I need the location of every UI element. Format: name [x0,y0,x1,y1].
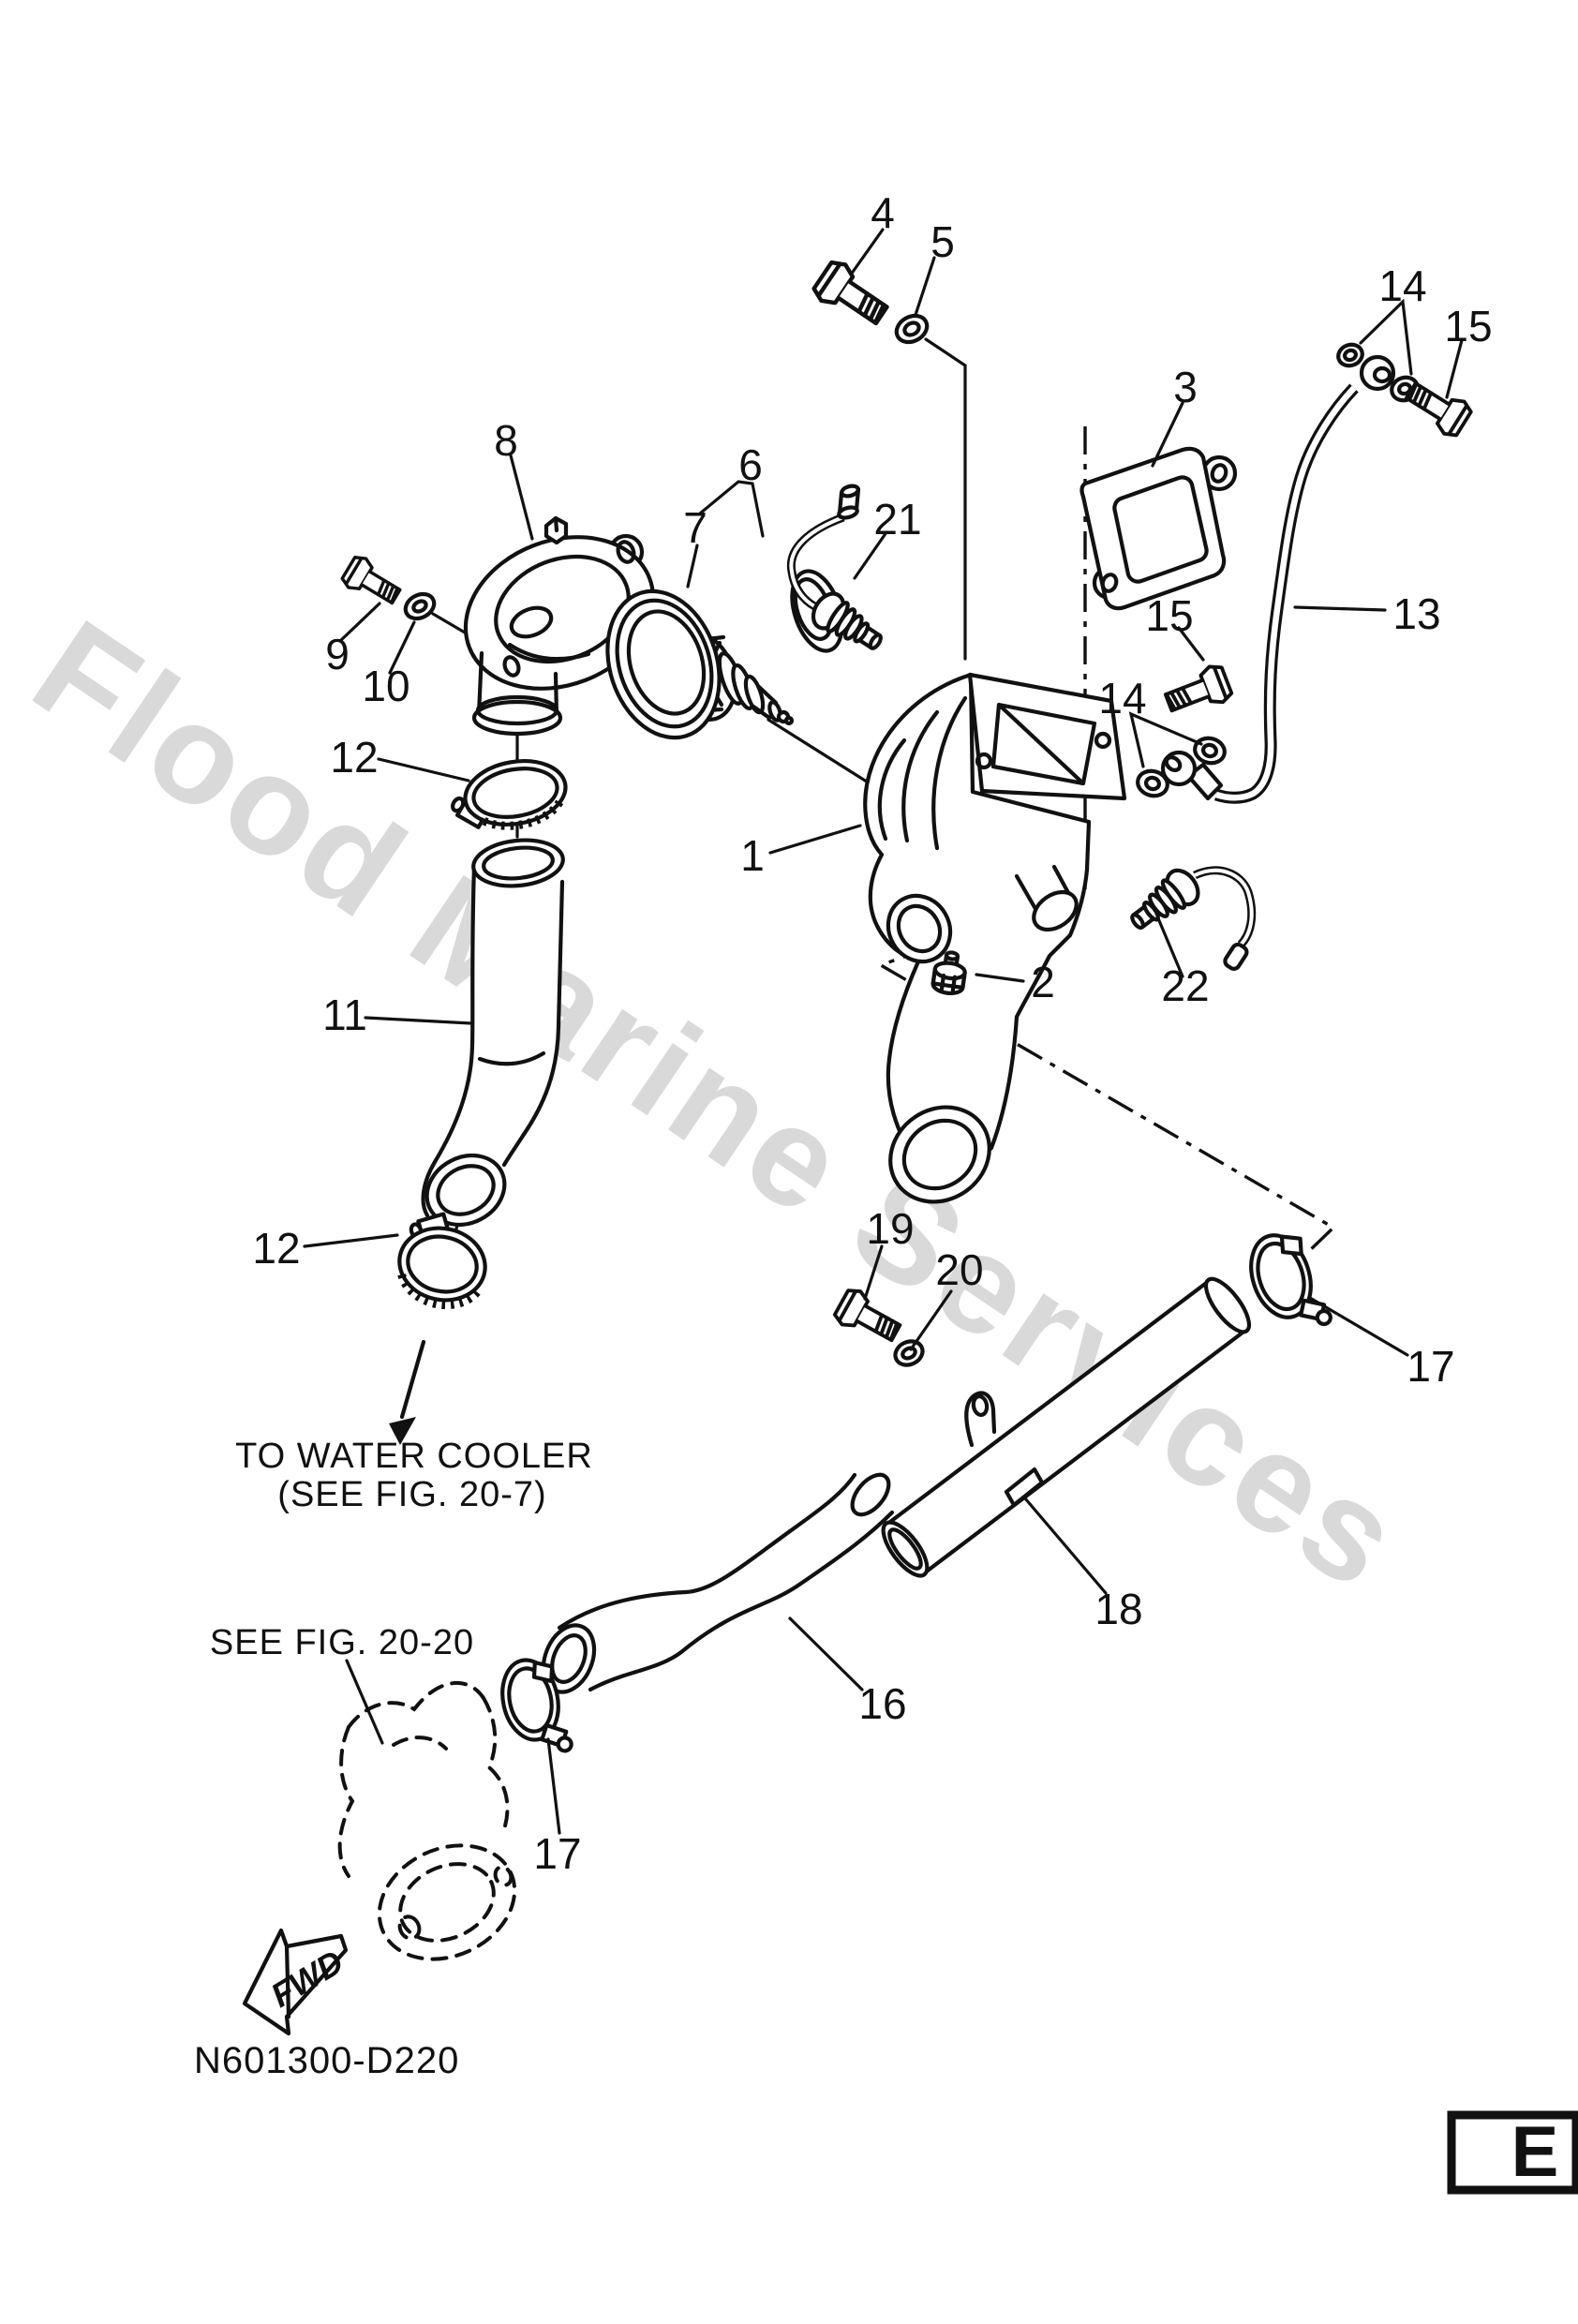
washer-10 [403,591,437,621]
callout-12-lower: 12 [252,1224,300,1273]
pipe-18-notch [1004,1467,1045,1508]
nut-2 [930,950,967,995]
callout-5: 5 [930,217,955,266]
callout-2: 2 [1031,958,1055,1006]
callout-15-top: 15 [1444,302,1492,350]
callout-11: 11 [322,991,367,1039]
callout-22: 22 [1161,961,1209,1010]
leader-lines [303,228,1464,1835]
drawing-code: N601300-D220 [194,2040,459,2081]
callout-6: 6 [738,440,763,489]
washer-20 [893,1339,925,1367]
water-pipe-13 [1160,354,1396,804]
callout-20: 20 [935,1245,983,1294]
union-bolt-15-mid [1163,664,1234,713]
pipe-clamp-17-right [1249,1233,1332,1327]
gasket-3 [1079,446,1238,611]
thermostat-cover-8 [463,515,656,737]
callout-1: 1 [740,831,765,880]
water-hose-11 [421,838,565,1228]
callout-17-left: 17 [533,1829,581,1878]
note-to-water-cooler-line2: (SEE FIG. 20-7) [277,1475,546,1514]
callout-3: 3 [1173,363,1198,411]
section-boundary-line [877,426,1336,1254]
callout-8: 8 [494,416,518,465]
union-bolt-15-top [1405,381,1473,438]
washer-14-mid-left [1136,768,1169,798]
callout-4: 4 [871,188,895,237]
hose-clamp-12-upper [451,759,568,830]
callout-12-upper: 12 [330,733,378,782]
callout-9: 9 [325,630,350,678]
thermo-sensor-21 [786,484,883,650]
bolt-4 [811,260,889,326]
water-hose-16 [541,1472,895,1694]
callout-14-mid: 14 [1098,674,1146,723]
callout-7: 7 [683,503,707,552]
fwd-arrow: FWD [242,1928,350,2036]
thermo-sensor-22 [1130,866,1257,971]
callout-16: 16 [858,1679,906,1728]
banjo-nipple-mid [1185,762,1224,801]
pipe-clamp-17-left [500,1658,573,1753]
callout-labels: 4 5 14 15 3 8 6 7 9 10 15 13 14 12 1 2 2… [252,188,1492,1878]
water-pump-housing-1 [863,672,1127,1204]
washer-5 [894,313,930,345]
page-letter: E [1511,2112,1559,2192]
page-letter-box: E [1447,2110,1578,2195]
bolt-9 [340,556,402,605]
note-see-fig-20-20: SEE FIG. 20-20 [210,1623,474,1662]
bolt-19 [832,1289,902,1343]
callout-21: 21 [873,495,921,544]
callout-18: 18 [1094,1585,1142,1633]
callout-17-right: 17 [1407,1342,1454,1391]
hose-clamp-12-lower [397,1212,487,1309]
washer-14-top-left [1336,342,1364,368]
to-water-cooler-arrow [389,1339,426,1445]
note-to-water-cooler-line1: TO WATER COOLER [235,1437,593,1476]
callout-15-mid: 15 [1145,591,1193,640]
callout-19: 19 [866,1204,914,1253]
callout-13: 13 [1392,589,1440,638]
callout-14-top: 14 [1378,261,1426,310]
callout-10: 10 [362,662,409,710]
water-pipe-18 [881,1276,1252,1578]
